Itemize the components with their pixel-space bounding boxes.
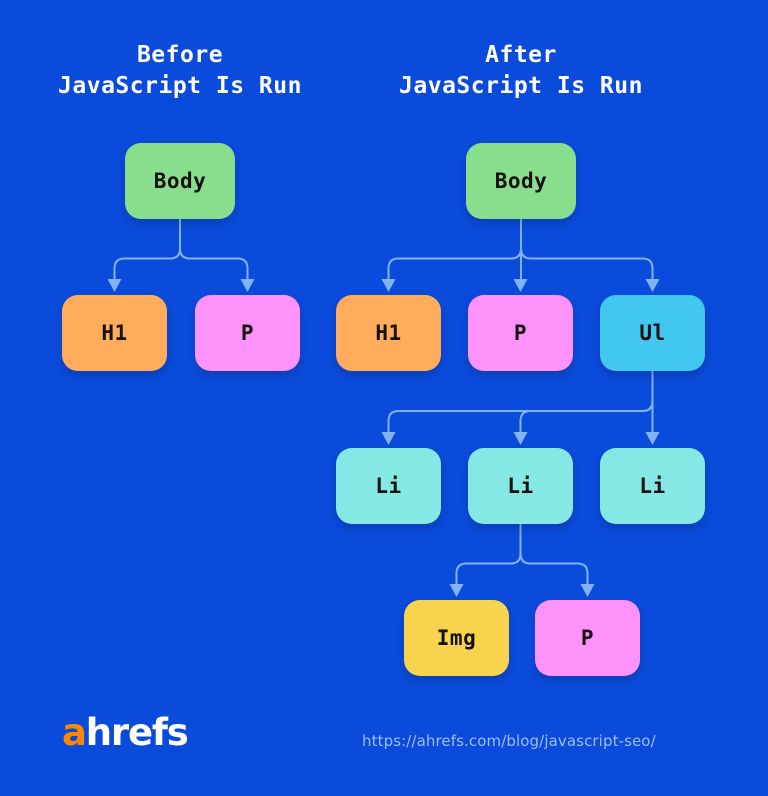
- node-b-body[interactable]: Body: [125, 143, 235, 219]
- connector-line: [113, 218, 181, 280]
- node-b-h1[interactable]: H1: [62, 295, 167, 371]
- node-label: Img: [436, 626, 477, 650]
- connector-line: [387, 370, 654, 433]
- connector-arrowhead: [449, 584, 464, 597]
- logo-text-rest: hrefs: [85, 711, 189, 754]
- node-a-img[interactable]: Img: [404, 600, 509, 676]
- connector-arrowhead: [513, 279, 528, 292]
- ahrefs-logo: ahrefs: [62, 711, 189, 754]
- node-label: H1: [101, 321, 128, 345]
- connector-arrowhead: [381, 279, 396, 292]
- node-a-h1[interactable]: H1: [336, 295, 441, 371]
- logo-letter-a: a: [62, 711, 87, 754]
- connector-line: [519, 523, 589, 585]
- node-label: Body: [494, 169, 548, 193]
- node-a-p2[interactable]: P: [535, 600, 640, 676]
- node-a-li2[interactable]: Li: [468, 448, 573, 524]
- connector-arrowhead: [645, 432, 660, 445]
- node-label: Li: [507, 474, 534, 498]
- connector-line: [519, 370, 654, 433]
- connector-arrowhead: [580, 584, 595, 597]
- connector-line: [520, 218, 654, 280]
- connector-line: [455, 523, 522, 585]
- node-a-body[interactable]: Body: [466, 143, 576, 219]
- node-a-ul[interactable]: Ul: [600, 295, 705, 371]
- connector-arrowhead: [107, 279, 122, 292]
- node-label: P: [240, 321, 255, 345]
- source-url: https://ahrefs.com/blog/javascript-seo/: [362, 732, 656, 750]
- connector-arrowhead: [513, 432, 528, 445]
- node-a-li1[interactable]: Li: [336, 448, 441, 524]
- connector-arrowhead: [381, 432, 396, 445]
- node-label: P: [580, 626, 595, 650]
- connector-arrowhead: [240, 279, 255, 292]
- node-label: H1: [375, 321, 402, 345]
- node-label: P: [513, 321, 528, 345]
- node-label: Ul: [639, 321, 666, 345]
- node-label: Li: [639, 474, 666, 498]
- node-a-p[interactable]: P: [468, 295, 573, 371]
- node-label: Li: [375, 474, 402, 498]
- node-b-p[interactable]: P: [195, 295, 300, 371]
- connector-line: [387, 218, 522, 280]
- node-label: Body: [153, 169, 207, 193]
- connector-arrowhead: [645, 279, 660, 292]
- node-a-li3[interactable]: Li: [600, 448, 705, 524]
- after-column-title: After JavaScript Is Run: [399, 42, 643, 99]
- before-column-title: Before JavaScript Is Run: [58, 42, 302, 99]
- connector-line: [179, 218, 249, 280]
